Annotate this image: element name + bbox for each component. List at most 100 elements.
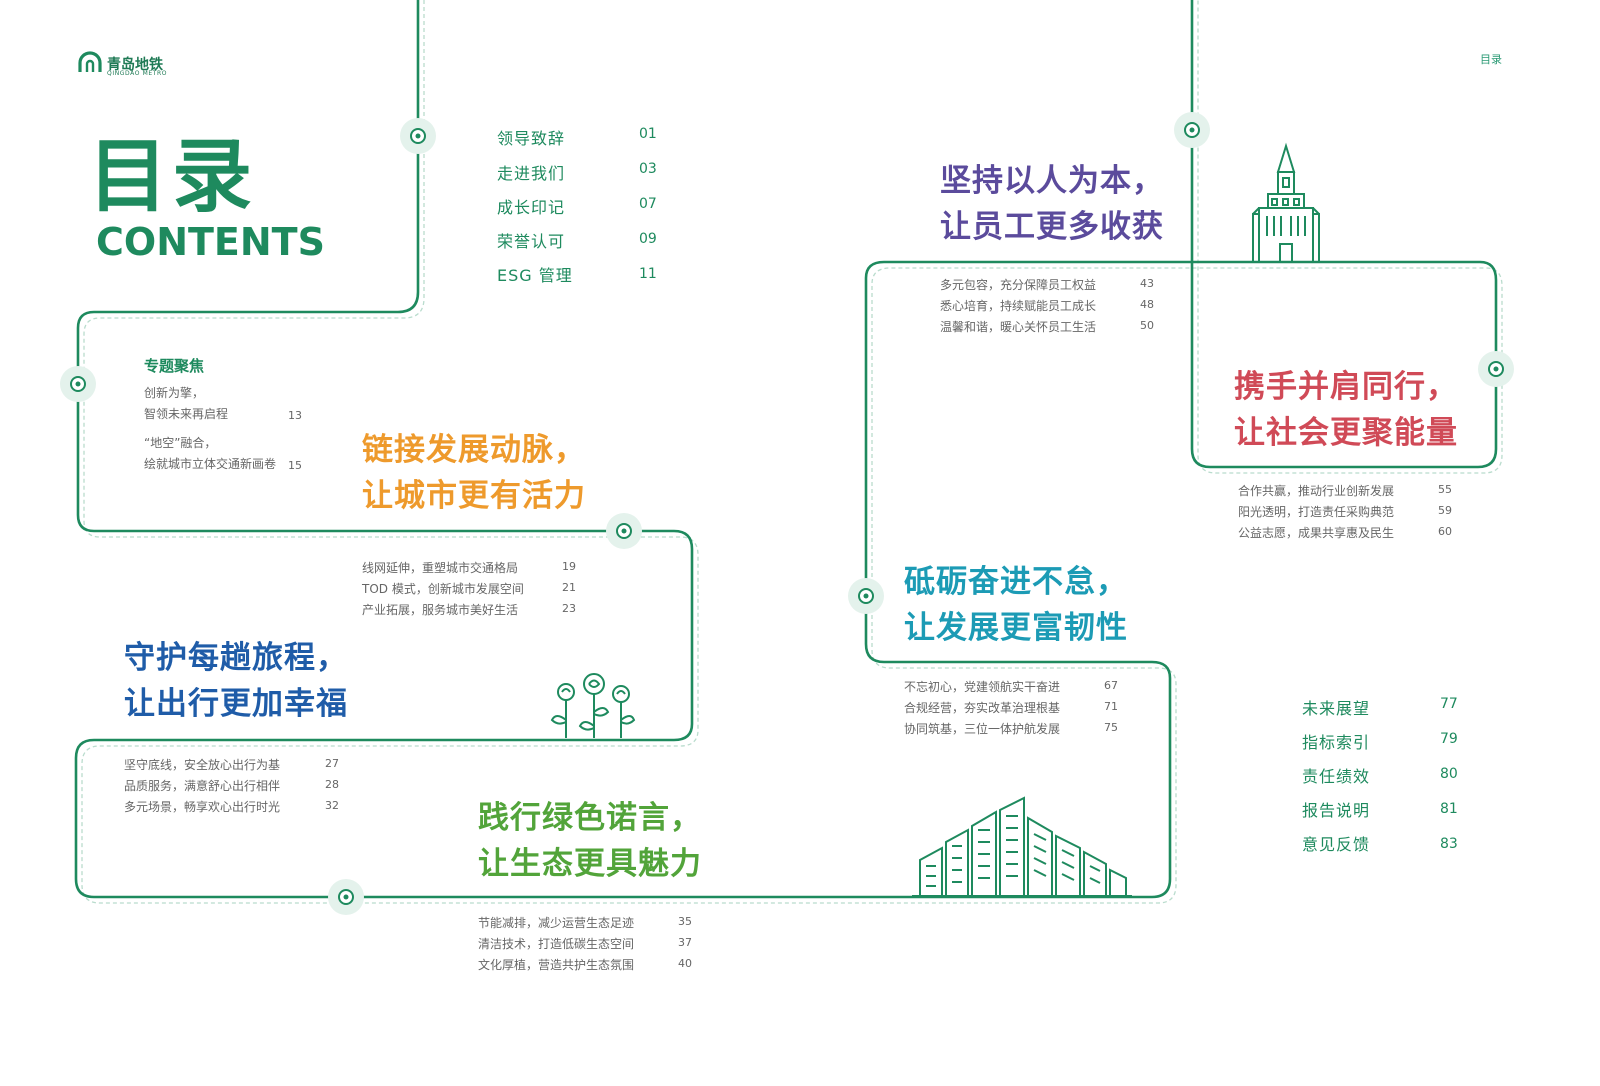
section-title-travel[interactable]: 守护每趟旅程， 让出行更加幸福 (124, 635, 348, 727)
sub-item[interactable]: 公益志愿，成果共享惠及民生 (1238, 526, 1395, 540)
sub-item-page: 40 (678, 957, 692, 970)
toc-item-label[interactable]: 成长印记 (497, 198, 566, 217)
toc-item-page: 03 (639, 161, 657, 177)
sub-item[interactable]: 节能减排，减少运营生态足迹 (478, 916, 635, 930)
toc-item-page: 11 (639, 266, 657, 282)
tower-illustration (1252, 142, 1320, 263)
focus-item-line2[interactable]: 绘就城市立体交通新画卷 (144, 457, 277, 471)
section-title-line: 让发展更富韧性 (904, 610, 1128, 646)
station-marker (400, 118, 436, 154)
sub-item-page: 60 (1438, 525, 1452, 538)
section-title-people[interactable]: 坚持以人为本， 让员工更多收获 (940, 158, 1164, 250)
appendix-item-page: 81 (1440, 801, 1458, 817)
focus-heading: 专题聚焦 (144, 357, 205, 375)
toc-item-label[interactable]: 走进我们 (497, 164, 566, 183)
sub-item[interactable]: 多元包容，充分保障员工权益 (940, 278, 1097, 292)
sub-item[interactable]: 悉心培育，持续赋能员工成长 (940, 299, 1097, 313)
section-title-line: 让生态更具魅力 (478, 846, 702, 882)
focus-item-page: 13 (288, 409, 302, 422)
appendix-item-label[interactable]: 责任绩效 (1302, 767, 1371, 786)
section-title-line: 砥砺奋进不怠， (904, 564, 1128, 600)
appendix-item-page: 77 (1440, 696, 1458, 712)
sub-item[interactable]: 线网延伸，重塑城市交通格局 (362, 561, 519, 575)
toc-item-page: 07 (639, 196, 657, 212)
sub-item-page: 43 (1140, 277, 1154, 290)
section-title-green[interactable]: 践行绿色诺言， 让生态更具魅力 (478, 795, 702, 887)
section-title-line: 坚持以人为本， (940, 163, 1164, 199)
sub-item-page: 23 (562, 602, 576, 615)
metro-logo-icon (78, 51, 102, 72)
sub-item[interactable]: 多元场景，畅享欢心出行时光 (124, 800, 281, 814)
sub-item-page: 55 (1438, 483, 1452, 496)
section-title-line: 携手并肩同行， (1234, 369, 1458, 405)
section-title-line: 链接发展动脉， (362, 432, 586, 468)
sub-item[interactable]: 产业拓展，服务城市美好生活 (362, 603, 519, 617)
sub-item-page: 21 (562, 581, 576, 594)
sub-item[interactable]: 不忘初心，党建领航实干奋进 (904, 680, 1061, 694)
sub-item-page: 59 (1438, 504, 1452, 517)
section-title-line: 让社会更聚能量 (1234, 415, 1458, 451)
section-title-line: 让员工更多收获 (940, 209, 1164, 245)
sub-item[interactable]: 协同筑基，三位一体护航发展 (904, 722, 1061, 736)
sub-item-page: 71 (1104, 700, 1118, 713)
station-marker (1174, 112, 1210, 148)
flower-illustration (550, 673, 636, 738)
section-title-line: 守护每趟旅程， (124, 640, 348, 676)
sub-item-page: 67 (1104, 679, 1118, 692)
appendix-item-page: 79 (1440, 731, 1458, 747)
sub-item-page: 75 (1104, 721, 1118, 734)
brand-name: 青岛地铁 (107, 57, 163, 73)
route-line (74, 0, 1498, 899)
appendix-item-page: 80 (1440, 766, 1458, 782)
appendix-item-label[interactable]: 报告说明 (1302, 801, 1371, 820)
toc-item-page: 01 (639, 126, 657, 142)
sub-item[interactable]: 坚守底线，安全放心出行为基 (124, 758, 281, 772)
toc-item-label[interactable]: 荣誉认可 (497, 232, 566, 251)
sub-item-page: 19 (562, 560, 576, 573)
appendix-item-label[interactable]: 意见反馈 (1302, 835, 1371, 854)
focus-item-page: 15 (288, 459, 302, 472)
page-title: 目录 (88, 130, 256, 223)
appendix-item-page: 83 (1440, 836, 1458, 852)
station-marker (606, 513, 642, 549)
focus-item-line1[interactable]: “地空”融合， (144, 436, 217, 450)
sub-item-page: 35 (678, 915, 692, 928)
station-marker (848, 578, 884, 614)
station-marker (60, 366, 96, 402)
focus-item-line1[interactable]: 创新为擎， (144, 386, 205, 400)
sub-item[interactable]: 阳光透明，打造责任采购典范 (1238, 505, 1395, 519)
appendix-item-label[interactable]: 指标索引 (1302, 733, 1371, 752)
sub-item[interactable]: 文化厚植，营造共护生态氛围 (478, 958, 635, 972)
station-marker (328, 879, 364, 915)
sub-item-page: 48 (1140, 298, 1154, 311)
section-title-line: 践行绿色诺言， (478, 800, 702, 836)
sub-item[interactable]: 合作共赢，推动行业创新发展 (1238, 484, 1395, 498)
sub-item-page: 27 (325, 757, 339, 770)
sub-item[interactable]: 品质服务，满意舒心出行相伴 (124, 779, 281, 793)
toc-item-label[interactable]: 领导致辞 (497, 129, 566, 148)
sub-item[interactable]: 合规经营，夯实改革治理根基 (904, 701, 1061, 715)
toc-item-page: 09 (639, 231, 657, 247)
section-title-resilience[interactable]: 砥砺奋进不怠， 让发展更富韧性 (904, 559, 1128, 651)
sub-item[interactable]: TOD 模式，创新城市发展空间 (362, 582, 524, 596)
section-title-society[interactable]: 携手并肩同行， 让社会更聚能量 (1234, 364, 1458, 456)
focus-item-line2[interactable]: 智领未来再启程 (144, 407, 229, 421)
appendix-item-label[interactable]: 未来展望 (1302, 699, 1371, 718)
section-title-vitality[interactable]: 链接发展动脉， 让城市更有活力 (362, 427, 586, 519)
toc-item-label[interactable]: ESG 管理 (497, 266, 573, 285)
sub-item[interactable]: 清洁技术，打造低碳生态空间 (478, 937, 635, 951)
sub-item[interactable]: 温馨和谐，暖心关怀员工生活 (940, 320, 1097, 334)
station-marker (1478, 351, 1514, 387)
breadcrumb[interactable]: 目录 (1480, 53, 1502, 66)
section-title-line: 让出行更加幸福 (124, 686, 348, 722)
sub-item-page: 37 (678, 936, 692, 949)
city-skyline-illustration (912, 796, 1132, 897)
brand-name-en: QINGDAO METRO (107, 70, 168, 77)
section-title-line: 让城市更有活力 (362, 478, 586, 514)
sub-item-page: 32 (325, 799, 339, 812)
sub-item-page: 50 (1140, 319, 1154, 332)
page-title-en: CONTENTS (96, 220, 325, 264)
sub-item-page: 28 (325, 778, 339, 791)
